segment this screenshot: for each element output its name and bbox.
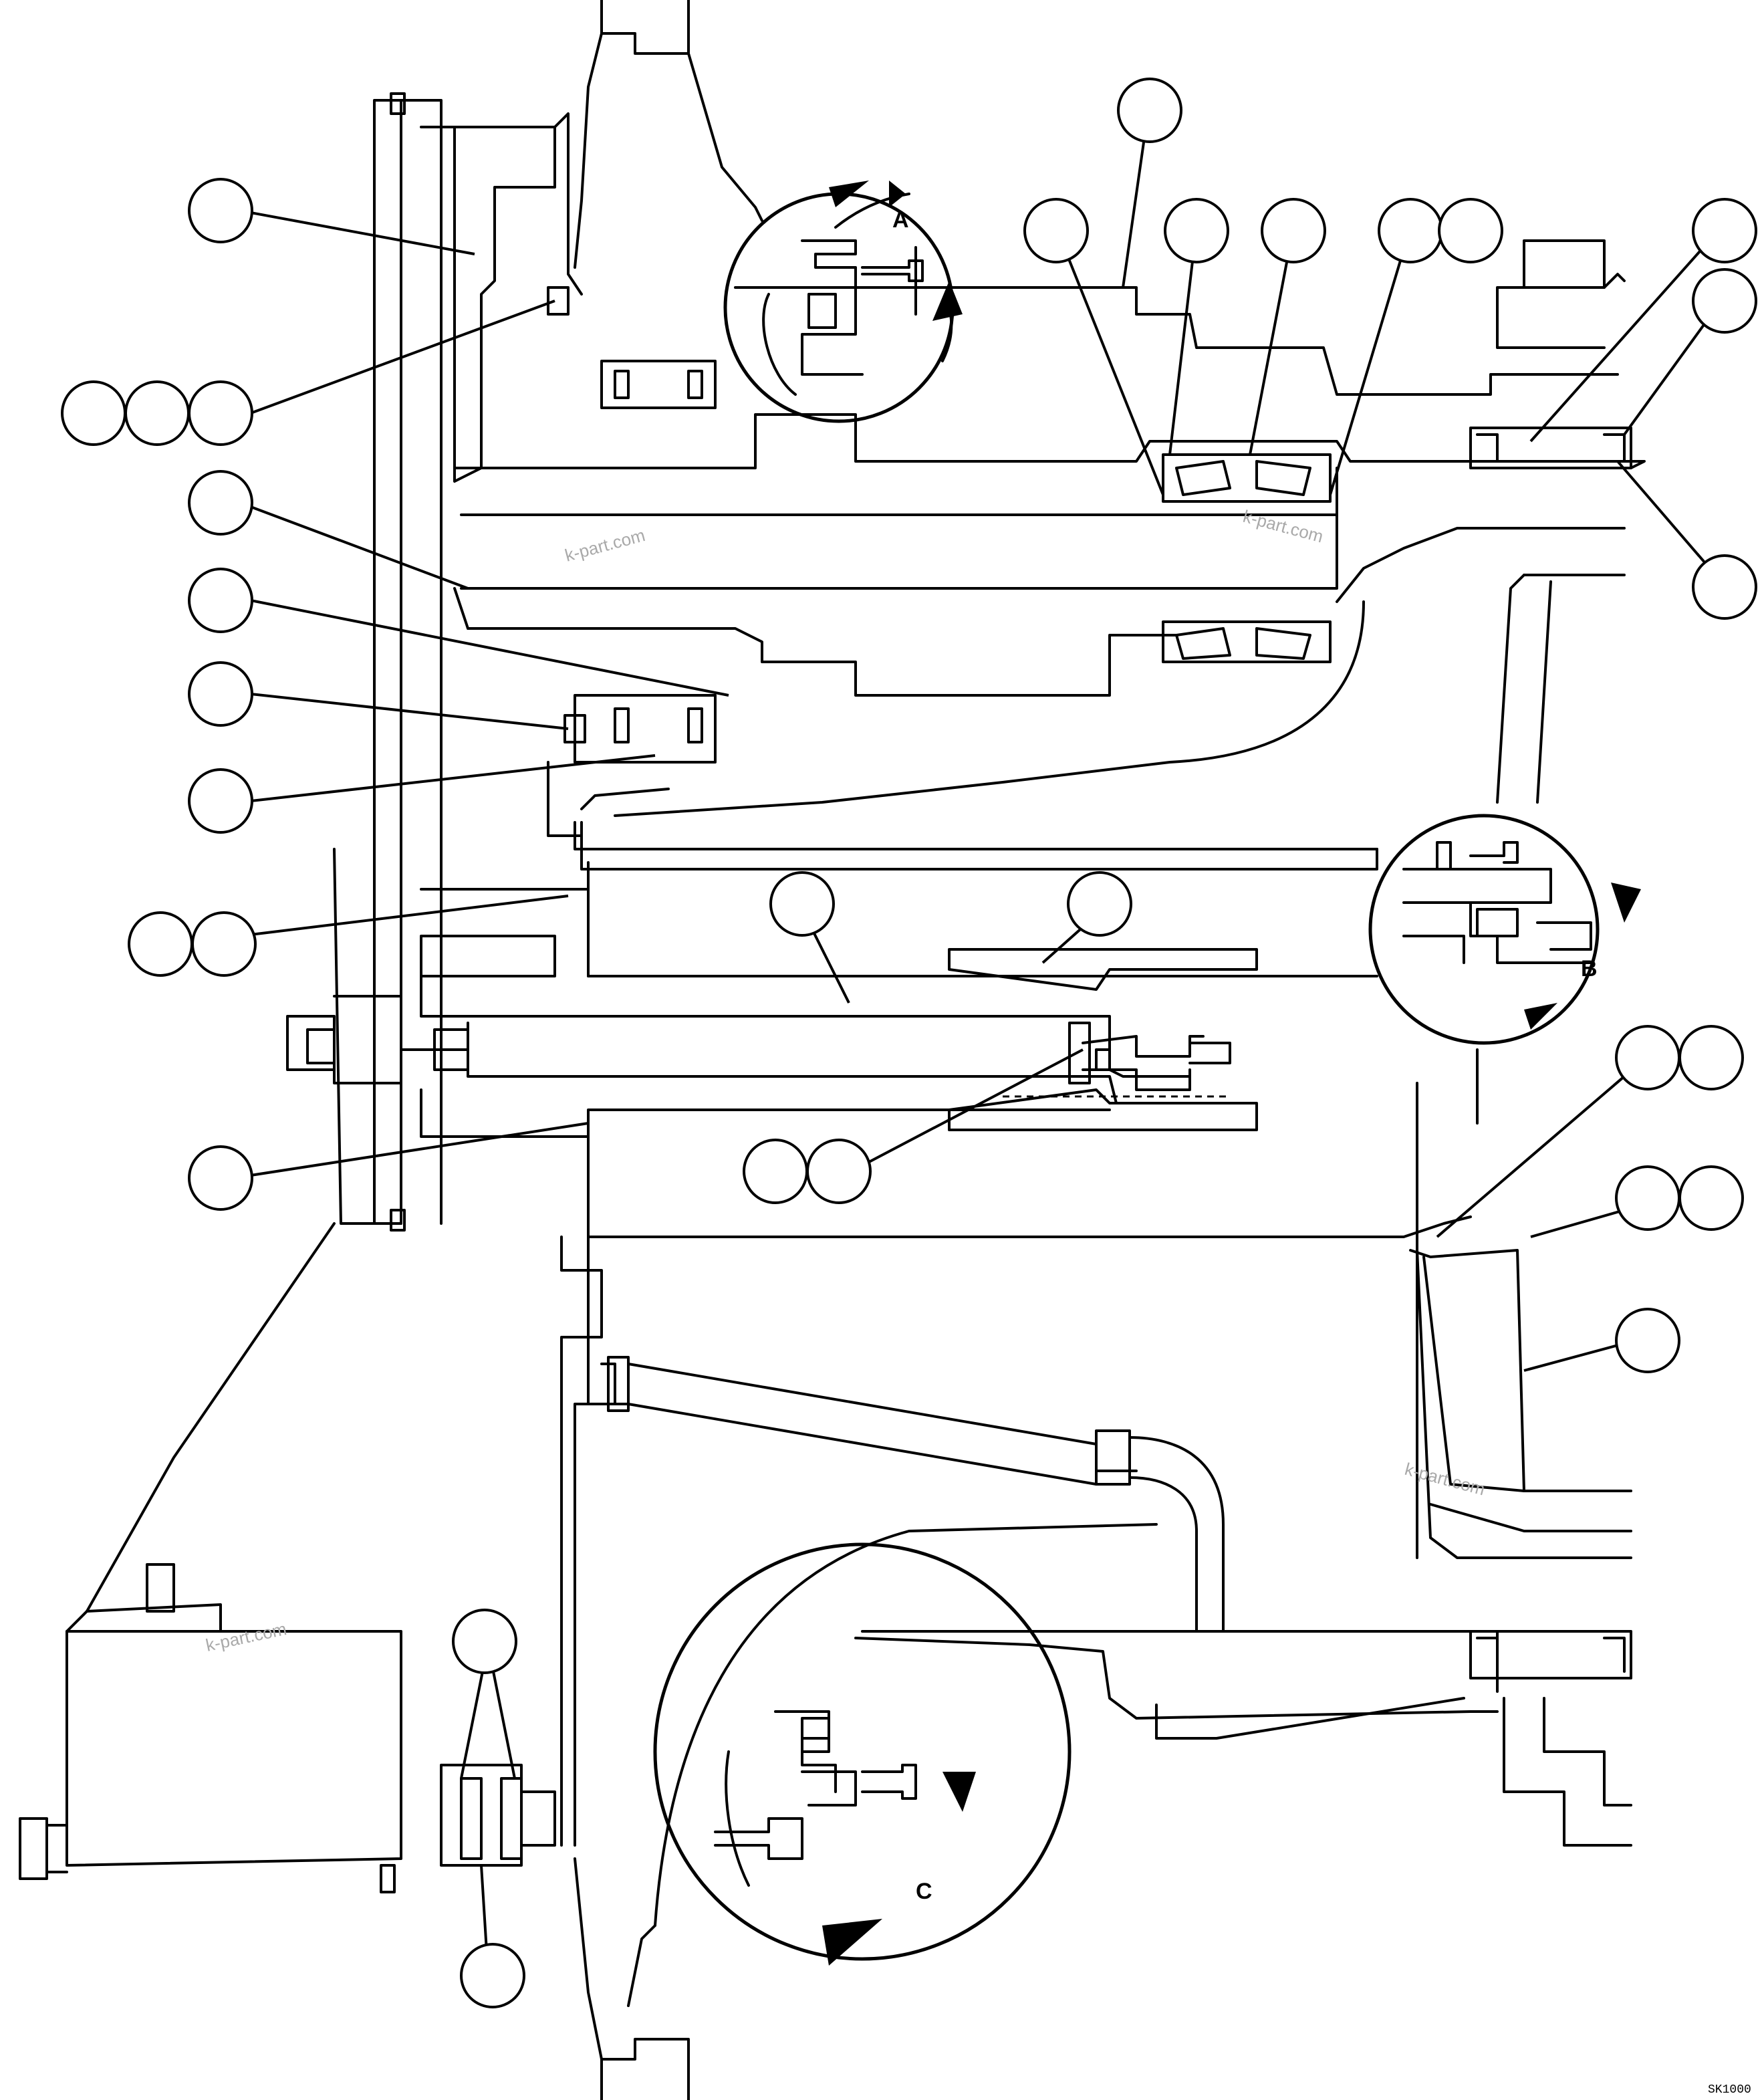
callout-leaders bbox=[250, 100, 1723, 1973]
callout-bubble bbox=[1678, 1025, 1744, 1090]
callout-bubble bbox=[1067, 871, 1132, 937]
detail-view-c: C bbox=[653, 1542, 1072, 1966]
callout-bubble bbox=[1164, 198, 1229, 263]
callout-bubble bbox=[188, 768, 253, 834]
callout-bubble bbox=[188, 470, 253, 536]
callout-bubble bbox=[1615, 1308, 1680, 1373]
callout-bubble bbox=[188, 661, 253, 727]
callout-bubble bbox=[1023, 198, 1089, 263]
watermark-text: k-part.com bbox=[563, 525, 647, 566]
watermark-text: k-part.com bbox=[1402, 1459, 1487, 1500]
detail-a-arrow-icon bbox=[889, 181, 906, 207]
callout-bubble bbox=[806, 1139, 872, 1204]
callout-bubble bbox=[452, 1609, 517, 1674]
callout-bubble bbox=[1615, 1025, 1680, 1090]
callout-bubble bbox=[1438, 198, 1503, 263]
watermarks: k-part.com k-part.com k-part.com k-part.… bbox=[204, 506, 1487, 1655]
detail-b-label: B bbox=[1581, 956, 1598, 981]
callout-bubble bbox=[191, 911, 257, 977]
callout-bubble bbox=[188, 1145, 253, 1211]
detail-view-a: A bbox=[723, 181, 963, 423]
detail-view-b: B bbox=[1368, 814, 1641, 1045]
detail-a-label: A bbox=[892, 207, 909, 233]
callout-bubble bbox=[128, 911, 193, 977]
callout-bubble bbox=[743, 1139, 808, 1204]
callout-bubble bbox=[1615, 1165, 1680, 1231]
watermark-text: k-part.com bbox=[204, 1619, 288, 1655]
callout-bubble bbox=[188, 568, 253, 633]
callout-bubble bbox=[769, 871, 835, 937]
detail-c-label: C bbox=[916, 1879, 932, 1904]
callout-bubble bbox=[188, 178, 253, 243]
housing-outline bbox=[19, 0, 1646, 2100]
callout-bubble bbox=[1692, 198, 1757, 263]
callout-bubble bbox=[1117, 78, 1182, 143]
callout-bubble bbox=[1261, 198, 1326, 263]
callout-bubble bbox=[61, 380, 126, 446]
watermark-text: k-part.com bbox=[1241, 506, 1325, 547]
callout-bubble bbox=[1378, 198, 1443, 263]
callout-bubble bbox=[460, 1943, 525, 2008]
callout-bubble bbox=[1692, 268, 1757, 334]
callout-bubbles bbox=[61, 78, 1757, 2008]
callout-bubble bbox=[1678, 1165, 1744, 1231]
callout-bubble bbox=[188, 380, 253, 446]
callout-bubble bbox=[1692, 554, 1757, 620]
drawing-code: SK1000 bbox=[1708, 2083, 1751, 2097]
callout-bubble bbox=[124, 380, 190, 446]
